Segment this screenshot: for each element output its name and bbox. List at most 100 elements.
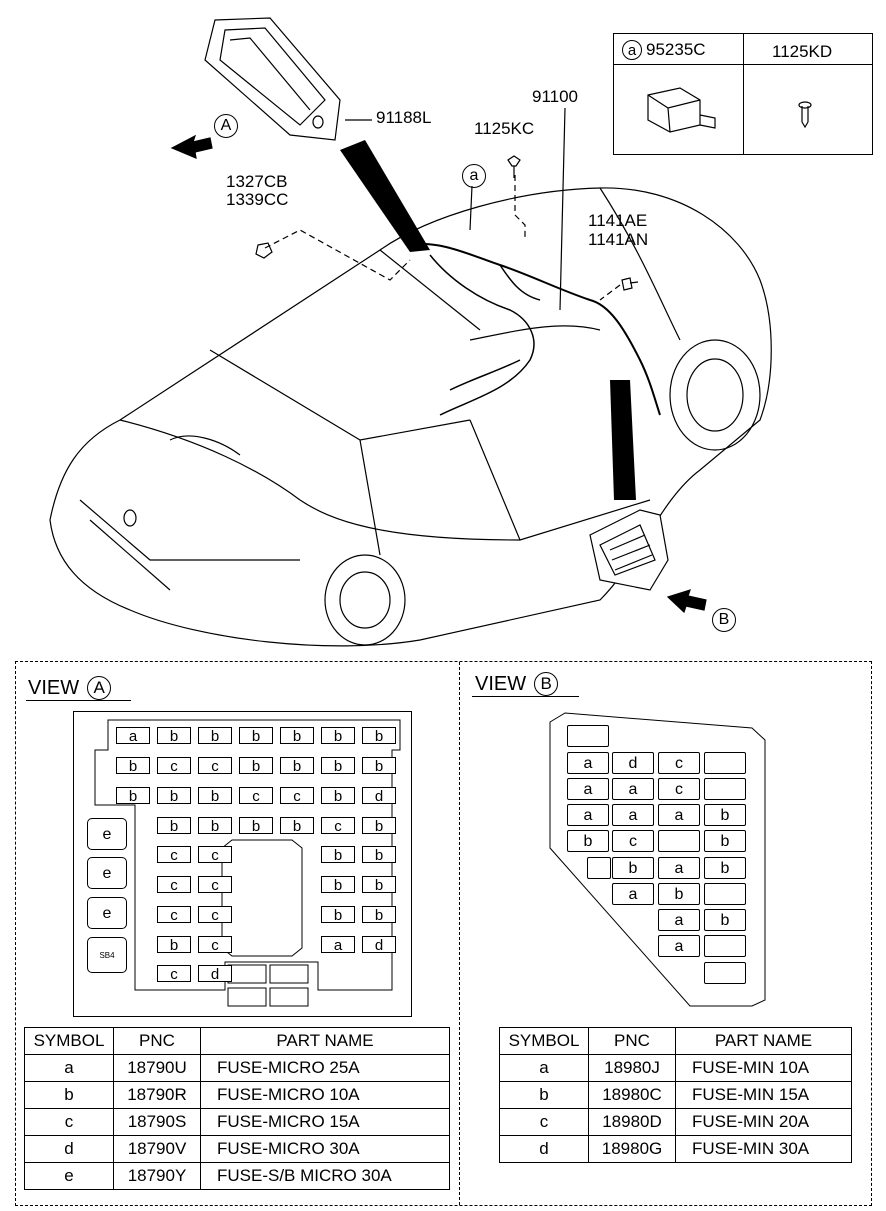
view-a-band	[340, 140, 430, 252]
fuse-1-6: b	[362, 757, 396, 775]
view-b-band	[610, 380, 636, 500]
inset-box: a 95235C 1125KD	[613, 33, 873, 155]
junction-block-top	[204, 17, 341, 141]
relay-icon	[647, 87, 716, 133]
nut-icon	[255, 242, 273, 259]
col-part-name: PART NAME	[675, 1027, 852, 1055]
ref-a-marker: a	[462, 164, 486, 188]
fuse-5-1: c	[198, 876, 232, 894]
sb4-fuse: SB4	[87, 937, 127, 973]
fuse-b-6-2: b	[658, 883, 700, 905]
fuse-6-0: c	[157, 906, 191, 924]
fuse-8-0: c	[157, 965, 191, 983]
views-frame	[15, 661, 872, 1206]
fuse-b-1-3	[704, 752, 746, 774]
rear-wheel	[324, 554, 406, 646]
fuse-b-7-2: a	[658, 909, 700, 931]
fuse-2-5: b	[321, 787, 355, 805]
fuse-3-2: b	[239, 817, 273, 835]
fuse-b-6-3	[704, 883, 746, 905]
view-b-marker: B	[712, 608, 736, 632]
callout-1327CB: 1327CB	[226, 172, 288, 191]
fuse-0-0: a	[116, 727, 150, 745]
fuse-1-2: c	[198, 757, 232, 775]
fuse-b-5-3: b	[704, 857, 746, 879]
view-b-arrow	[666, 589, 707, 614]
fuse-7-1: c	[198, 936, 232, 954]
callout-91100: 91100	[532, 87, 579, 106]
callout-91188L: 91188L	[376, 108, 432, 127]
col-symbol: SYMBOL	[499, 1027, 589, 1055]
fuse-b-2-2: c	[658, 778, 700, 800]
big-fuse-e-2: e	[87, 857, 127, 889]
fuse-2-3: c	[239, 787, 273, 805]
view-b-title: VIEW B	[475, 672, 559, 696]
fuse-8-1: d	[198, 965, 232, 983]
fuse-2-6: d	[362, 787, 396, 805]
fuse-b-4-0: b	[567, 830, 609, 852]
wiring-harness	[409, 243, 661, 416]
fuse-4-3: b	[362, 846, 396, 864]
fuse-2-1: b	[157, 787, 191, 805]
fuse-5-2: b	[321, 876, 355, 894]
fuse-6-1: c	[198, 906, 232, 924]
fuse-1-4: b	[280, 757, 314, 775]
inset-part-1125KD: 1125KD	[772, 42, 833, 61]
fuse-b-1-1: d	[612, 752, 654, 774]
fuse-b-7-3: b	[704, 909, 746, 931]
fuse-5-0: c	[157, 876, 191, 894]
fuse-b-3-2: a	[658, 804, 700, 826]
fuse-7-0: b	[157, 936, 191, 954]
col-symbol: SYMBOL	[24, 1027, 114, 1055]
fuse-b-5-1: b	[612, 857, 654, 879]
fuse-1-5: b	[321, 757, 355, 775]
fuse-1-1: c	[157, 757, 191, 775]
bolt-icon	[798, 101, 812, 129]
fuse-b-9-3	[704, 962, 746, 984]
fuse-4-1: c	[198, 846, 232, 864]
fuse-b-1-0: a	[567, 752, 609, 774]
fuse-3-4: c	[321, 817, 355, 835]
view-a-arrow	[170, 134, 213, 159]
fuse-6-3: b	[362, 906, 396, 924]
fuse-b-2-0: a	[567, 778, 609, 800]
fuse-b-2-1: a	[612, 778, 654, 800]
fuse-b-6-1: a	[612, 883, 654, 905]
big-fuse-e-1: e	[87, 818, 127, 850]
fuse-b-3-3: b	[704, 804, 746, 826]
front-wheel	[669, 339, 761, 451]
view-a-marker: A	[214, 114, 238, 138]
col-pnc: PNC	[588, 1027, 676, 1055]
fuse-1-0: b	[116, 757, 150, 775]
fuse-b-8-3	[704, 935, 746, 957]
callout-1141AN: 1141AN	[588, 230, 649, 249]
fuse-3-5: b	[362, 817, 396, 835]
callout-1125KC: 1125KC	[474, 119, 535, 138]
big-fuse-e-3: e	[87, 897, 127, 929]
fuse-b-5-2: a	[658, 857, 700, 879]
fuse-4-0: c	[157, 846, 191, 864]
fuse-3-0: b	[157, 817, 191, 835]
fuse-b-0-0	[567, 725, 609, 747]
fuse-b-1-2: c	[658, 752, 700, 774]
inset-part-95235C: 95235C	[646, 40, 706, 59]
fuse-b-2-3	[704, 778, 746, 800]
car-wiring-illustration	[49, 17, 812, 647]
fuse-6-2: b	[321, 906, 355, 924]
junction-block-bottom	[589, 509, 669, 591]
views-divider	[459, 662, 460, 1205]
fuse-3-1: b	[198, 817, 232, 835]
fuse-2-2: b	[198, 787, 232, 805]
fuse-1-3: b	[239, 757, 273, 775]
fuse-0-1: b	[157, 727, 191, 745]
